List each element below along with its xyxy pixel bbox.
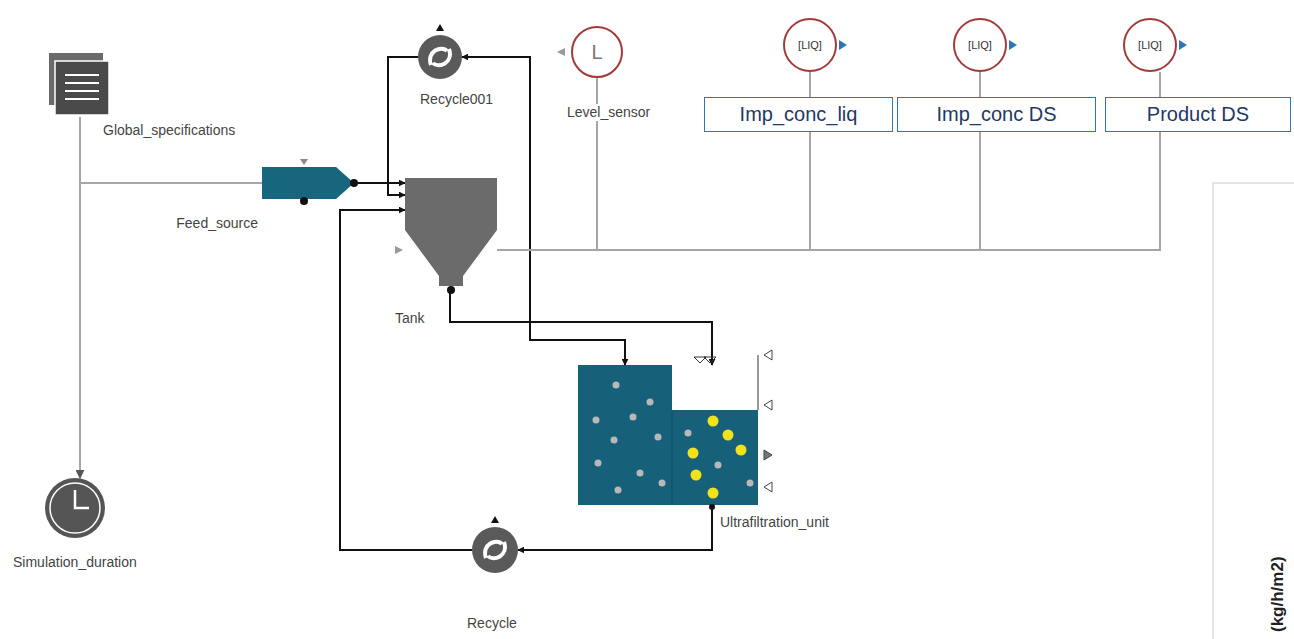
- liquid-sensor: [LIQ]: [783, 18, 837, 72]
- signal-line: [497, 132, 810, 250]
- sensor-symbol: [LIQ]: [1138, 39, 1162, 51]
- spec-icon: Global_specifications: [45, 53, 113, 117]
- icon-shape: [262, 159, 358, 205]
- unit-label: Global_specifications: [101, 122, 237, 139]
- icon: [45, 478, 105, 538]
- sensor-symbol: L: [591, 41, 602, 64]
- icon-shape: [45, 478, 105, 538]
- unit-label: Recycle: [465, 615, 519, 632]
- chart-frame: [1213, 183, 1294, 639]
- signal-line: [497, 132, 1160, 250]
- signal-name: Imp_conc_liq: [740, 103, 858, 126]
- process-stream: [450, 293, 712, 365]
- icon-shape: [49, 53, 109, 115]
- sensor-symbol: [LIQ]: [968, 39, 992, 51]
- icon-shape: [395, 178, 497, 294]
- icon-shape: [557, 27, 622, 77]
- process-stream: [357, 182, 405, 184]
- tank-vessel: Tank: [405, 178, 497, 293]
- recycle-icon: Recycle: [472, 527, 518, 573]
- icon: [45, 53, 113, 117]
- icon-shape: [418, 24, 462, 79]
- icon: [472, 527, 518, 573]
- signal-line: [80, 117, 262, 183]
- unit-label: Recycle001: [418, 91, 495, 108]
- icon: [405, 178, 497, 293]
- ultrafiltration-unit: Ultrafiltration_unit: [578, 365, 758, 507]
- icon: [418, 35, 462, 79]
- signal-line: [979, 72, 981, 97]
- icon-shape: [954, 19, 1017, 71]
- signal-box: Imp_conc DS: [897, 97, 1096, 132]
- icon: [262, 163, 357, 203]
- recycle-icon: Recycle001: [418, 35, 462, 79]
- axis-title: (kg/h/m2): [1268, 556, 1288, 632]
- signal-box: Imp_conc_liq: [704, 97, 893, 132]
- clock-icon: Simulation_duration: [45, 478, 105, 538]
- signal-name: Imp_conc DS: [936, 103, 1056, 126]
- signal-name: Product DS: [1147, 103, 1249, 126]
- feed-source-icon: Feed_source: [262, 163, 357, 203]
- signal-line: [79, 117, 81, 478]
- signal-line: [497, 132, 980, 250]
- sensor-symbol: [LIQ]: [798, 39, 822, 51]
- process-stream: [518, 507, 712, 550]
- signal-line: [809, 72, 811, 97]
- icon-shape: [472, 516, 518, 573]
- process-stream: [388, 57, 418, 195]
- liquid-sensor: [LIQ]: [953, 18, 1007, 72]
- unit-label: Simulation_duration: [11, 554, 139, 571]
- icon-shape: [1124, 19, 1187, 71]
- unit-label: Tank: [393, 310, 427, 327]
- liquid-sensor: [LIQ]: [1123, 18, 1177, 72]
- unit-label: Level_sensor: [565, 104, 652, 121]
- icon-shape: [578, 350, 772, 510]
- unit-label: Feed_source: [174, 215, 260, 232]
- signal-box: Product DS: [1105, 97, 1291, 132]
- level-sensor: LLevel_sensor: [571, 26, 623, 78]
- icon: [578, 365, 758, 507]
- unit-label: Ultrafiltration_unit: [718, 514, 831, 531]
- icon-shape: [784, 19, 847, 71]
- signal-line: [1159, 72, 1161, 97]
